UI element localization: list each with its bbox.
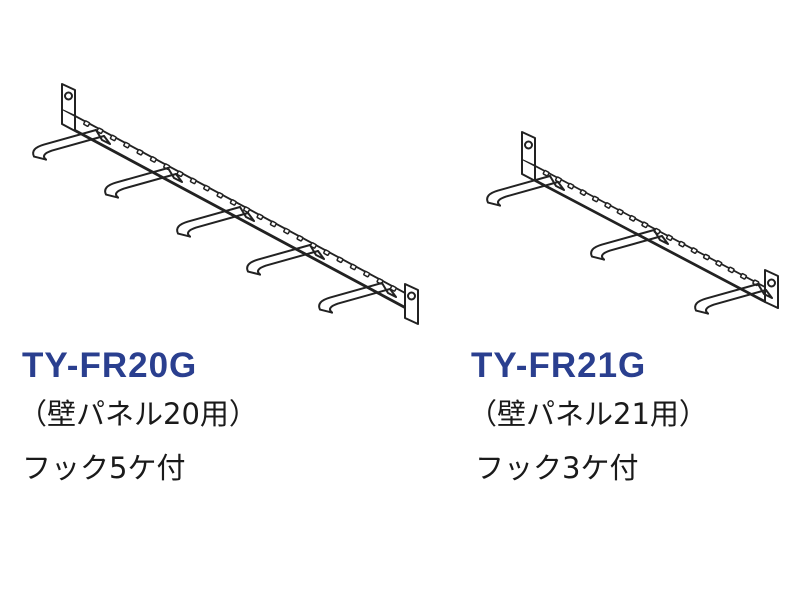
hook-arm: [694, 283, 773, 315]
slot-hole: [579, 189, 587, 196]
hook-arm: [176, 206, 255, 238]
slot-hole: [389, 285, 397, 292]
slot-hole: [203, 184, 211, 192]
description-hooks: フック3ケ付: [475, 451, 639, 485]
slot-hole: [567, 182, 575, 190]
slot-hole: [591, 195, 600, 203]
slot-hole: [269, 220, 277, 228]
wall-rack-5-hooks-illustration: [32, 83, 419, 325]
model-number: TY-FR21G: [471, 346, 647, 385]
slot-hole: [349, 263, 357, 271]
slot-hole: [296, 234, 304, 242]
slot-hole: [243, 206, 251, 213]
slot-hole: [96, 127, 104, 135]
slot-hole: [641, 221, 649, 229]
slot-hole: [628, 214, 637, 222]
hook-arm: [590, 229, 669, 261]
description-usage: （壁パネル21用）: [468, 397, 708, 431]
slot-hole: [715, 260, 723, 267]
hook-arm: [246, 244, 325, 276]
slot-hole: [702, 253, 711, 261]
slot-hole: [604, 202, 612, 209]
slot-hole: [123, 141, 131, 149]
slot-hole: [283, 227, 291, 235]
wall-rack-3-hooks-illustration: [486, 131, 779, 315]
slot-hole: [727, 266, 735, 274]
slot-hole: [616, 208, 624, 216]
slot-hole: [542, 169, 550, 177]
slot-hole: [336, 256, 344, 264]
slot-hole: [229, 199, 237, 206]
hook-arm: [318, 282, 397, 314]
slot-hole: [323, 249, 331, 256]
description-usage: （壁パネル20用）: [18, 397, 258, 431]
slot-hole: [189, 177, 197, 185]
slot-hole: [256, 213, 264, 221]
slot-hole: [690, 247, 698, 254]
hook-arm: [104, 167, 183, 199]
slot-hole: [363, 270, 371, 278]
slot-hole: [678, 240, 686, 248]
hook-arm: [32, 129, 111, 161]
slot-hole: [136, 148, 144, 156]
slot-hole: [665, 234, 674, 242]
slot-hole: [83, 120, 91, 127]
slot-hole: [216, 191, 224, 199]
model-number: TY-FR20G: [22, 346, 198, 385]
slot-hole: [739, 272, 748, 280]
hook-arm: [486, 175, 565, 207]
description-hooks: フック5ケ付: [22, 451, 186, 485]
product-ty-fr20g: TY-FR20G （壁パネル20用） フック5ケ付: [18, 83, 419, 485]
slot-hole: [109, 134, 117, 142]
slot-hole: [176, 170, 184, 178]
product-ty-fr21g: TY-FR21G （壁パネル21用） フック3ケ付: [440, 0, 800, 600]
slot-hole: [149, 156, 157, 163]
